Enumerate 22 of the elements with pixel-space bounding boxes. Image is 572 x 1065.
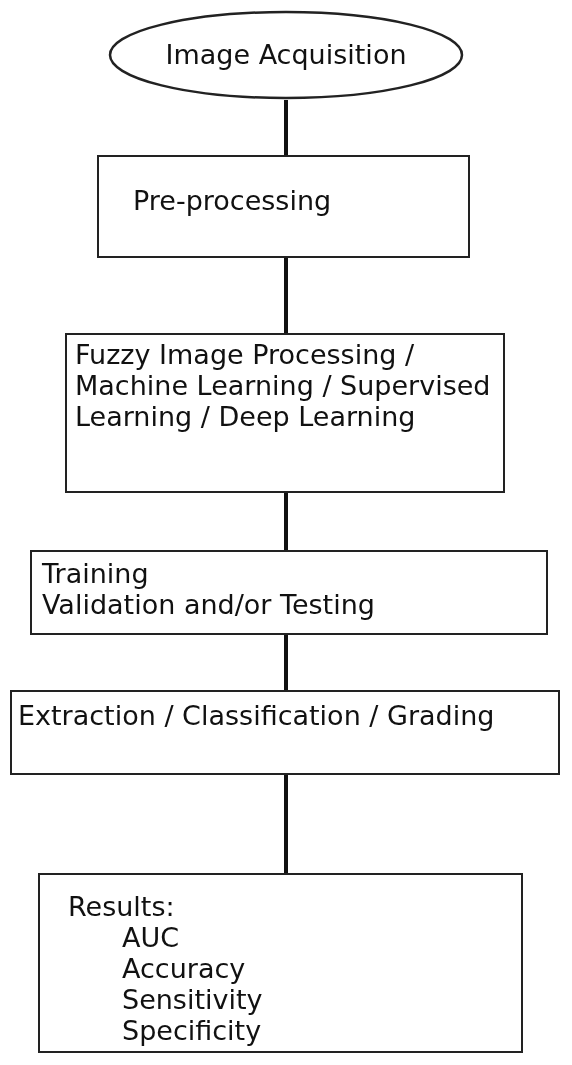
node-label: Pre-processing: [133, 185, 333, 217]
connector-line: [284, 775, 288, 873]
node-text: Accuracy: [122, 953, 247, 985]
process-box: [30, 550, 548, 635]
connector-line: [284, 635, 288, 690]
node-text: Validation and/or Testing: [42, 589, 376, 621]
connector-line: [284, 100, 288, 155]
connector-line: [284, 258, 288, 333]
process-box: [38, 873, 523, 1053]
node-text: AUC: [122, 922, 181, 954]
node-label: Extraction / Classification / Grading: [18, 700, 496, 732]
node-label: Image Acquisition: [165, 39, 407, 71]
process-box: [97, 155, 470, 258]
node-label: Fuzzy Image Processing / Machine Learning / Supervised Learning / Deep Learning: [75, 339, 492, 433]
node-text: Specificity: [122, 1015, 263, 1047]
start-ellipse: [108, 10, 464, 100]
connector-line: [284, 493, 288, 550]
node-label: Results:: [68, 891, 176, 923]
process-box: [10, 690, 560, 775]
node-label: Training: [42, 558, 150, 590]
node-text: Sensitivity: [122, 984, 264, 1016]
process-box: [65, 333, 505, 493]
